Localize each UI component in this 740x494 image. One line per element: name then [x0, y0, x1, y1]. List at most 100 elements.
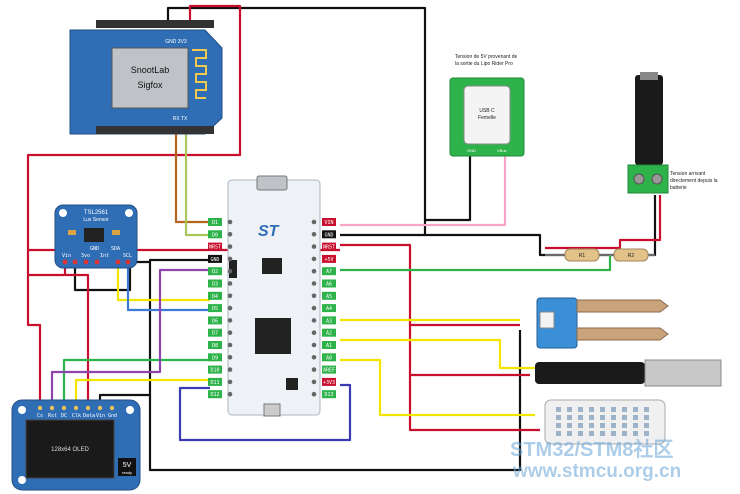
soil-moisture-sensor	[536, 297, 669, 349]
left-pin-d10	[208, 365, 222, 374]
left-pin-label: D9	[212, 355, 218, 361]
right-header-hole	[311, 355, 317, 360]
right-pin-d13	[322, 390, 336, 399]
oled-mount-hole	[18, 476, 26, 484]
left-header-hole	[227, 305, 233, 311]
usbc-pin-gnd: GND	[467, 148, 476, 153]
usbc-pin-vbus: VBus	[497, 148, 507, 153]
lux-pin	[83, 259, 89, 265]
left-header-hole	[227, 232, 233, 237]
barrel-jack-screw	[651, 173, 663, 185]
wire-red-barrel	[545, 195, 662, 250]
right-header-hole	[311, 305, 317, 311]
humidity-vent	[600, 407, 605, 412]
left-pin-label: D11	[210, 380, 219, 386]
right-header-hole	[311, 219, 317, 225]
lux-pin-label: Int	[100, 253, 109, 259]
oled-pin-label: DC	[61, 413, 67, 419]
lux-chip	[84, 228, 104, 242]
left-header-hole	[227, 355, 233, 360]
left-pin-d9	[208, 353, 222, 362]
left-pin-d2	[208, 267, 222, 276]
nucleo-jumper	[229, 260, 237, 278]
humidity-vent	[589, 431, 594, 436]
oled-pin-label: Gnd	[108, 413, 117, 419]
left-pin-d12	[208, 390, 222, 399]
humidity-vent	[556, 407, 561, 412]
humidity-vent	[600, 431, 605, 436]
wire-navy-loop	[178, 383, 352, 442]
right-pin-a0	[322, 353, 336, 362]
right-header-hole	[311, 232, 317, 237]
left-pin-nrst	[208, 242, 222, 251]
lux-pins: Vin 3vo GND Int SDA SCL	[62, 246, 132, 265]
wire-black-gnd-bus	[340, 195, 657, 257]
right-pin-a2	[322, 328, 336, 337]
wire-red-oled-vin	[65, 273, 90, 410]
sigfox-label-line2: Sigfox	[137, 80, 163, 90]
lux-pin-label: Vin	[62, 253, 71, 259]
oled-pin	[37, 405, 43, 411]
oled-5v-text: 5V	[123, 462, 132, 469]
usbc-label-line2: Femelle	[478, 115, 496, 121]
right-pin-label: A2	[326, 331, 332, 337]
right-header-hole	[311, 379, 317, 385]
right-pin-label: A5	[326, 294, 332, 300]
lux-subtitle: Lux Sensor	[83, 217, 109, 223]
nucleo-board: ST D1D0NRSTGNDD2D3D4D5D6D7D8D9D10D11D12 …	[208, 175, 336, 417]
right-pin-a1	[322, 341, 336, 349]
left-pin-d4	[208, 291, 222, 300]
barrel-jack-body	[635, 75, 663, 165]
left-pin-d0	[208, 230, 222, 239]
watermark-line2: www.stmcu.org.cn	[512, 461, 681, 482]
nucleo-st-logo: ST	[258, 223, 280, 240]
right-header-hole	[311, 391, 317, 397]
left-pin-d5	[208, 304, 222, 313]
left-pin-d3	[208, 279, 222, 288]
right-pin-label: VIN	[324, 220, 333, 226]
sigfox-pins-bottom: RX TX	[173, 116, 188, 122]
left-pin-label: D12	[210, 392, 219, 398]
wire-blue-lux-scl	[126, 268, 210, 312]
oled-pin-label: Data	[83, 413, 95, 419]
humidity-vent	[600, 423, 605, 428]
right-pin-nrst	[322, 242, 336, 251]
humidity-vent	[644, 431, 649, 436]
wire-yellow-lux-sda	[116, 268, 210, 302]
wire-olive-sigfox-tx	[184, 130, 210, 237]
right-pin-label: A0	[326, 355, 332, 361]
right-header-hole	[311, 367, 317, 372]
oled-mount-hole	[18, 406, 26, 414]
sigfox-pins-top: GND 3V3	[165, 39, 187, 45]
right-header-hole	[311, 268, 317, 274]
left-header-hole	[227, 342, 233, 348]
oled-ready-text: ready	[122, 470, 132, 475]
nucleo-usb-port	[256, 175, 288, 191]
humidity-vent	[578, 423, 583, 428]
probe-tip	[644, 359, 722, 387]
nucleo-chip-bottom	[286, 378, 298, 390]
wire-black-usb-gnd	[425, 155, 472, 222]
barrel-jack-screw	[633, 173, 645, 185]
humidity-vent	[622, 423, 627, 428]
lux-title: TSL2561	[84, 210, 109, 216]
lux-pin	[125, 259, 131, 265]
wire-green-oled	[62, 358, 210, 410]
wire-black-top	[166, 6, 427, 235]
resistors: R1 R2	[545, 248, 655, 262]
humidity-vent	[644, 407, 649, 412]
wire-yellow-probe	[340, 358, 535, 417]
wire-purple-oled	[50, 268, 210, 410]
humidity-vent	[589, 407, 594, 412]
oled-mount-hole	[126, 406, 134, 414]
left-pin-label: D2	[212, 269, 218, 275]
right-pin-a7	[322, 267, 336, 276]
oled-pin	[109, 405, 115, 411]
left-pin-d6	[208, 316, 222, 325]
oled-pin-label: Clk	[72, 413, 81, 419]
humidity-vent	[567, 407, 572, 412]
wire-pink-usb-vbus	[340, 155, 507, 227]
humidity-vent	[589, 415, 594, 420]
humidity-vent	[611, 423, 616, 428]
